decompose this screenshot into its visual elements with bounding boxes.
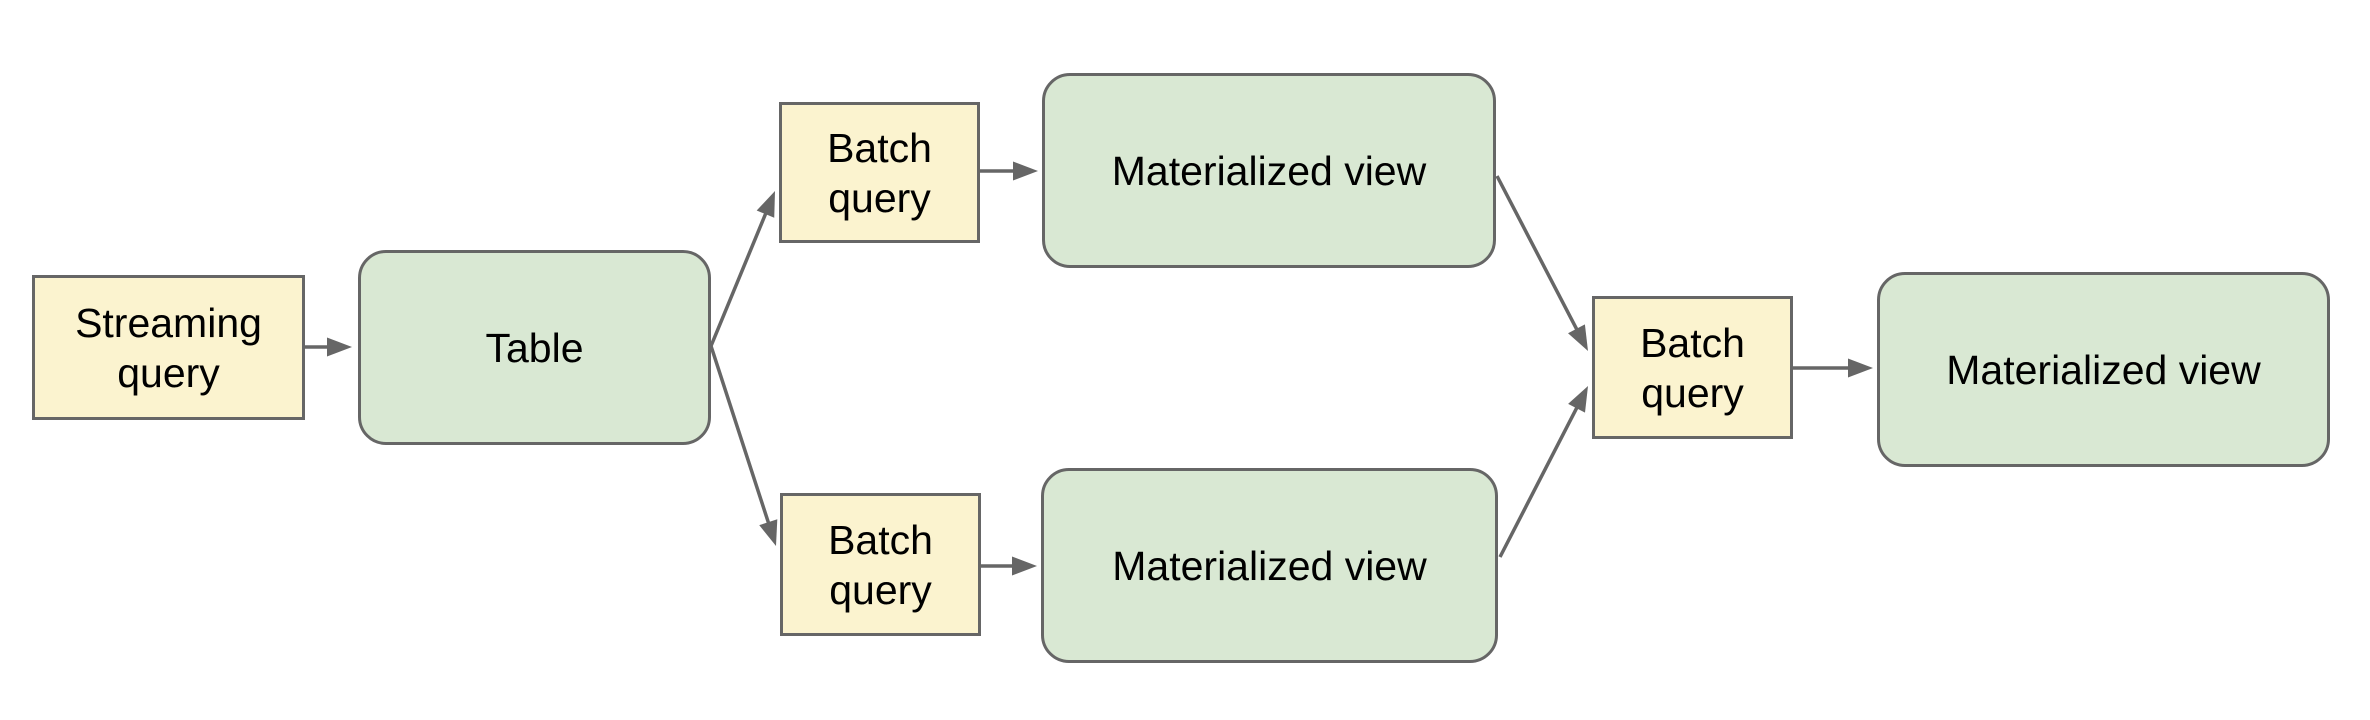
arrowhead-batch-query-bottom-to-materialized-view-bottom [1012, 556, 1037, 576]
node-batch-query-merge: Batch query [1592, 296, 1793, 439]
arrowhead-batch-query-top-to-materialized-view-top [1013, 161, 1038, 181]
arrowhead-table-to-batch-query-bottom [759, 519, 778, 546]
node-materialized-view-final: Materialized view [1877, 272, 2330, 467]
arrow-materialized-view-top-to-batch-query-merge [1495, 175, 1579, 332]
arrowhead-materialized-view-bottom-to-batch-query-merge [1568, 386, 1588, 413]
arrowhead-table-to-batch-query-top [756, 191, 775, 218]
node-materialized-view-bottom: Materialized view [1041, 468, 1498, 663]
node-table: Table [358, 250, 711, 445]
node-batch-query-bottom: Batch query [780, 493, 981, 636]
arrow-materialized-view-bottom-to-batch-query-merge [1498, 405, 1580, 558]
arrowhead-streaming-query-to-table [327, 337, 352, 357]
node-materialized-view-top: Materialized view [1042, 73, 1496, 268]
node-batch-query-top: Batch query [779, 102, 980, 243]
arrowhead-materialized-view-top-to-batch-query-merge [1568, 324, 1588, 351]
arrow-table-to-batch-query-bottom [709, 345, 771, 525]
arrow-table-to-batch-query-top [709, 211, 768, 347]
node-streaming-query: Streaming query [32, 275, 305, 420]
arrowhead-batch-query-merge-to-materialized-view-final [1848, 358, 1873, 378]
